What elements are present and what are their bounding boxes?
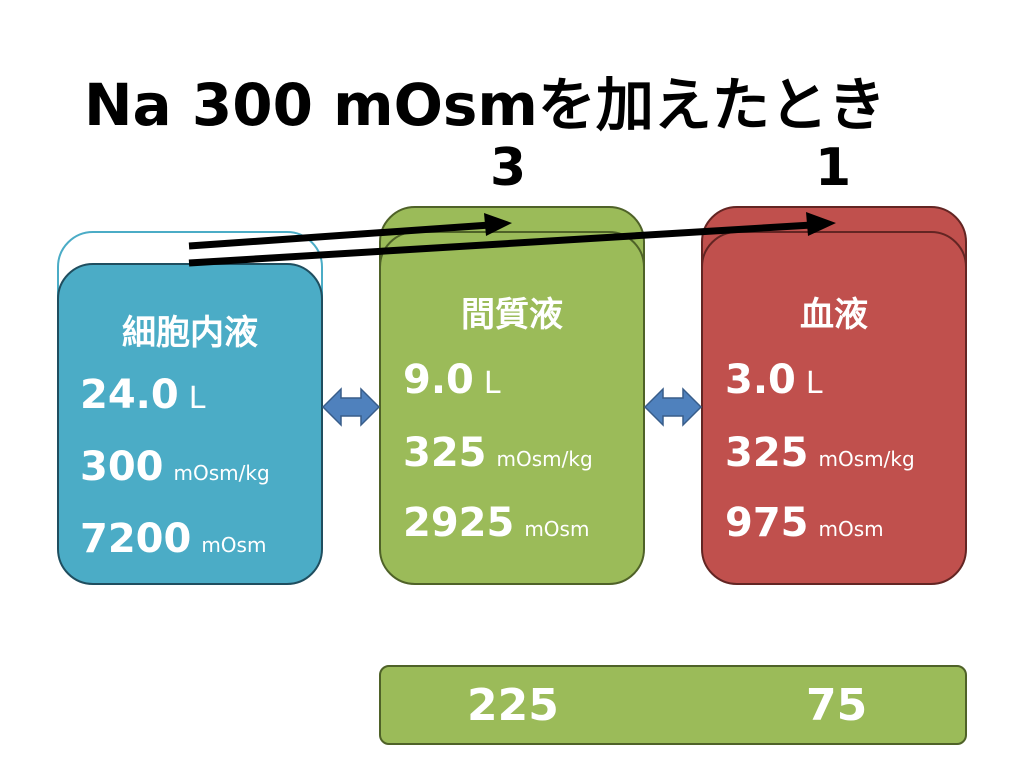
cell-fluid-label: 細胞内液	[122, 313, 258, 353]
distribution-blood: 75	[806, 680, 868, 731]
cell-fluid-box	[57, 263, 323, 585]
blood-label: 血液	[800, 295, 868, 335]
flow-arrow-to-blood-icon	[188, 212, 836, 267]
interstitial-fluid-label: 間質液	[461, 295, 563, 335]
distribution-bar	[379, 665, 967, 745]
ratio-label-interstitial: 3	[490, 138, 527, 198]
exchange-arrow-cell-interstitial-icon	[321, 387, 381, 427]
interstitial-fluid-box	[379, 231, 645, 585]
blood-box	[701, 231, 967, 585]
exchange-arrow-interstitial-blood-icon	[643, 387, 703, 427]
ratio-label-blood: 1	[815, 138, 852, 198]
slide-title: Na 300 mOsmを加えたとき	[84, 71, 886, 139]
flow-arrow-to-interstitial-icon	[188, 213, 512, 250]
distribution-interstitial: 225	[467, 680, 559, 731]
